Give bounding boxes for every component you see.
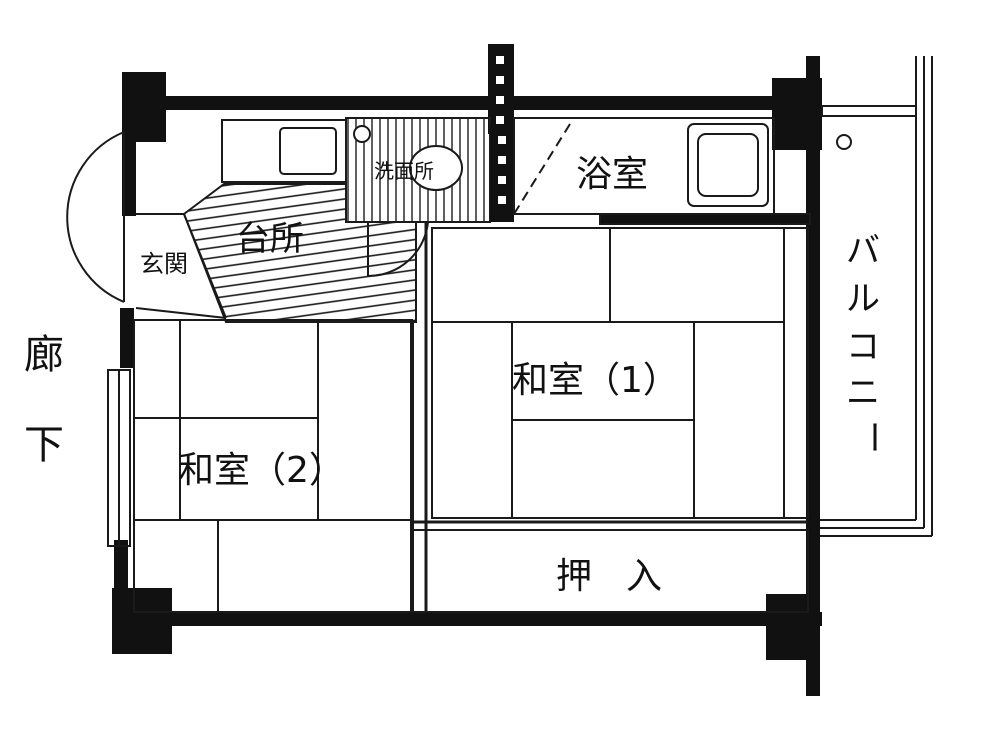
- oshiire: [411, 520, 809, 613]
- exterior-walls: [112, 44, 822, 696]
- label-yokushitsu: 浴室: [576, 154, 648, 195]
- wall-top: [122, 96, 822, 110]
- washitsu-1-tatami: [424, 222, 809, 612]
- label-balcony-1: バ: [846, 231, 880, 271]
- wall-left-lower: [114, 540, 128, 600]
- bathroom: [513, 117, 811, 225]
- label-rouka-1: 廊: [24, 332, 64, 378]
- kitchen-counter: [221, 119, 347, 183]
- wall-bottom: [122, 612, 822, 626]
- washitsu-2-tatami: [133, 319, 414, 613]
- label-washitsu1: 和室（1）: [512, 360, 679, 401]
- label-genkan: 玄関: [140, 250, 188, 278]
- label-oshiire: 押入: [556, 556, 696, 597]
- label-senmenjo: 洗面所: [374, 159, 434, 183]
- washroom: [345, 117, 514, 278]
- label-balcony-3: コ: [846, 327, 880, 367]
- post-dots: [496, 56, 504, 124]
- wall-left-mid: [120, 308, 134, 368]
- label-washitsu2: 和室（2）: [178, 450, 345, 491]
- window-left: [107, 369, 131, 547]
- balcony: [820, 56, 933, 537]
- label-balcony-4: ニ: [846, 373, 880, 413]
- kitchen-sink: [279, 127, 337, 175]
- label-balcony-5: ー: [853, 420, 893, 454]
- bathtub: [687, 123, 769, 207]
- pillar-top-left: [122, 72, 166, 142]
- label-daidokoro: 台所: [236, 219, 304, 259]
- wall-left-upper: [122, 140, 136, 216]
- label-balcony-2: ル: [846, 279, 880, 319]
- entrance-door: [66, 131, 125, 303]
- label-rouka-2: 下: [24, 422, 64, 468]
